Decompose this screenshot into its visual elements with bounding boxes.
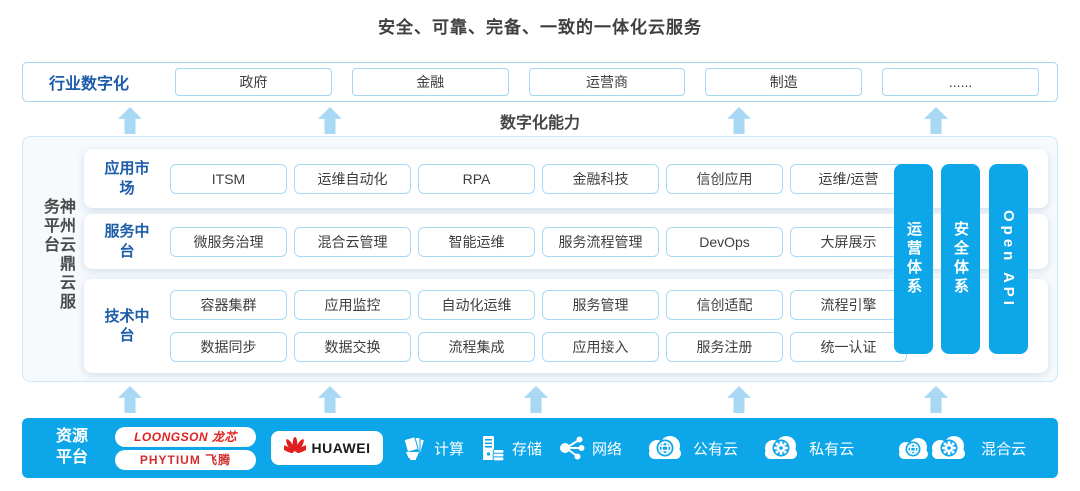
item-ops-automation: 运维自动化 xyxy=(294,163,411,194)
resource-service-public-cloud: 公有云 xyxy=(644,434,738,462)
resource-service-label: 存储 xyxy=(512,440,543,458)
up-arrow-icon xyxy=(318,386,342,413)
resource-service-label: 计算 xyxy=(434,440,465,458)
industry-item-operator: 运营商 xyxy=(528,68,686,96)
resource-service-private-cloud: 私有云 xyxy=(760,434,854,462)
service-middle-card: 服务中台 微服务治理 混合云管理 智能运维 服务流程管理 DevOps 大屏展示 xyxy=(84,214,1048,269)
app-market-card: 应用市场 ITSM 运维自动化 RPA 金融科技 信创应用 运维/运营 xyxy=(84,149,1048,208)
pillar-open-api: Open API xyxy=(989,164,1028,354)
resource-service-network: 网络 xyxy=(558,435,622,461)
huawei-logo-icon xyxy=(280,436,309,460)
up-arrow-icon xyxy=(727,386,751,413)
item-service-mgmt: 服务管理 xyxy=(542,290,659,320)
item-hybrid-cloud-mgmt: 混合云管理 xyxy=(294,226,411,257)
up-arrow-icon xyxy=(924,386,948,413)
item-unified-auth: 统一认证 xyxy=(790,332,907,362)
item-xinchuang-adapt: 信创适配 xyxy=(666,290,783,320)
resource-bar: 资源平台 LOONGSON 龙芯 PHYTIUM 飞腾 HUAWEI xyxy=(22,418,1058,478)
phytium-logo: PHYTIUM 飞腾 xyxy=(139,453,232,467)
private-cloud-icon xyxy=(760,434,802,462)
item-data-exchange: 数据交换 xyxy=(294,332,411,362)
card-items: 微服务治理 混合云管理 智能运维 服务流程管理 DevOps 大屏展示 xyxy=(170,226,914,257)
resource-bar-label: 资源平台 xyxy=(55,428,88,466)
industry-row: 行业数字化 政府 金融 运营商 制造 ...... xyxy=(22,62,1058,102)
hybrid-cloud-icon xyxy=(894,434,974,462)
industry-item-more: ...... xyxy=(882,68,1039,96)
resource-service-label: 网络 xyxy=(592,440,623,458)
item-devops: DevOps xyxy=(666,226,783,257)
item-app-monitor: 应用监控 xyxy=(294,290,411,320)
compute-icon xyxy=(401,435,427,461)
page-title: 安全、可靠、完备、一致的一体化云服务 xyxy=(378,18,702,37)
pillar-operation-system: 运营体系 xyxy=(894,164,933,354)
resource-service-label: 公有云 xyxy=(693,440,739,458)
vendor-chips: LOONGSON 龙芯 PHYTIUM 飞腾 xyxy=(115,426,256,470)
industry-row-label: 行业数字化 xyxy=(48,76,129,93)
vendor-chip-huawei: HUAWEI xyxy=(271,431,383,465)
tech-middle-card: 技术中台 容器集群 应用监控 自动化运维 服务管理 信创适配 流程引擎 数据同步… xyxy=(84,279,1048,373)
resource-service-compute: 计算 xyxy=(401,435,464,461)
item-ops-operation: 运维/运营 xyxy=(790,163,907,194)
card-label: 技术中台 xyxy=(104,307,150,345)
pillar-security-system: 安全体系 xyxy=(941,164,980,354)
resource-service-storage: 存储 xyxy=(480,435,542,461)
loongson-logo: LOONGSON 龙芯 xyxy=(134,430,237,444)
industry-item-finance: 金融 xyxy=(351,68,509,96)
card-label: 服务中台 xyxy=(104,223,150,260)
vendor-chip-phytium: PHYTIUM 飞腾 xyxy=(115,449,256,470)
item-xinchuang-app: 信创应用 xyxy=(666,163,783,194)
item-aiops: 智能运维 xyxy=(418,226,535,257)
huawei-logo-text: HUAWEI xyxy=(311,440,371,456)
item-service-registry: 服务注册 xyxy=(666,332,783,362)
item-microservice-gov: 微服务治理 xyxy=(170,226,287,257)
resource-service-label: 混合云 xyxy=(981,440,1027,458)
platform-name-vertical: 神州云鼎云服务平台 xyxy=(41,198,74,312)
vendor-chip-loongson: LOONGSON 龙芯 xyxy=(115,426,256,447)
item-flow-integration: 流程集成 xyxy=(418,332,535,362)
digital-capability-label: 数字化能力 xyxy=(499,115,580,132)
item-rpa: RPA xyxy=(418,163,535,194)
storage-icon xyxy=(480,435,505,461)
card-label: 应用市场 xyxy=(104,160,150,197)
item-data-sync: 数据同步 xyxy=(170,332,287,362)
card-items: 容器集群 应用监控 自动化运维 服务管理 信创适配 流程引擎 数据同步 数据交换… xyxy=(170,290,914,362)
item-itsm: ITSM xyxy=(170,163,287,194)
item-service-flow-mgmt: 服务流程管理 xyxy=(542,226,659,257)
public-cloud-icon xyxy=(644,434,686,462)
item-container-cluster: 容器集群 xyxy=(170,290,287,320)
industry-item-government: 政府 xyxy=(175,68,332,96)
item-fintech: 金融科技 xyxy=(542,163,659,194)
item-bigscreen: 大屏展示 xyxy=(790,226,907,257)
industry-item-manufacturing: 制造 xyxy=(705,68,863,96)
up-arrow-icon xyxy=(118,386,142,413)
item-flow-engine: 流程引擎 xyxy=(790,290,907,320)
up-arrow-icon xyxy=(524,386,548,413)
card-items: ITSM 运维自动化 RPA 金融科技 信创应用 运维/运营 xyxy=(170,163,914,194)
item-auto-ops: 自动化运维 xyxy=(418,290,535,320)
platform-panel: 神州云鼎云服务平台 应用市场 ITSM 运维自动化 RPA 金融科技 信创应用 … xyxy=(22,136,1058,382)
network-icon xyxy=(558,435,585,461)
resource-service-label: 私有云 xyxy=(809,440,855,458)
item-app-access: 应用接入 xyxy=(542,332,659,362)
resource-service-hybrid-cloud: 混合云 xyxy=(894,434,1026,462)
